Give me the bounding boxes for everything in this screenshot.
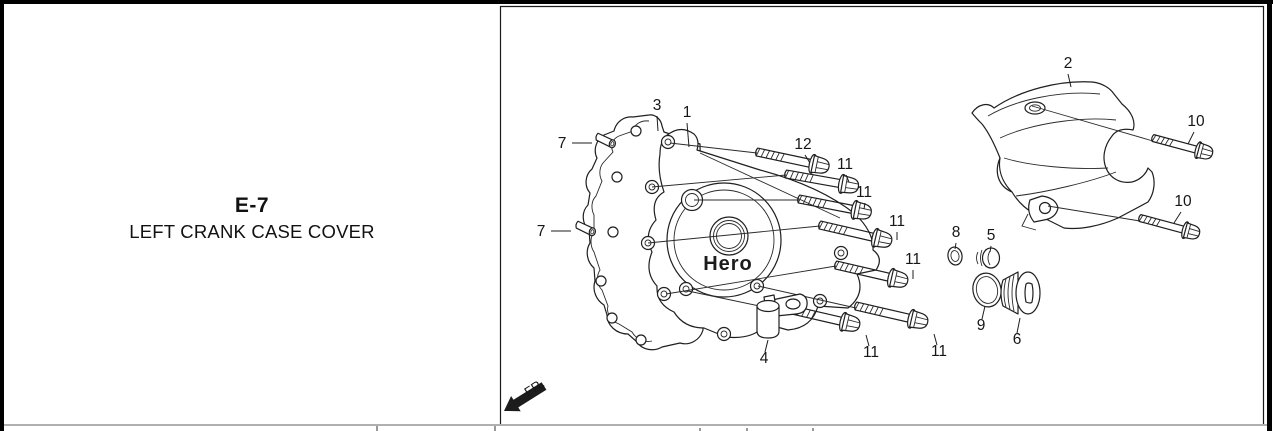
part-callout-11: 11 [856,184,872,201]
cable-clamp [756,293,808,339]
hero-logo: Hero [703,253,753,275]
page-border-right [1267,0,1272,431]
callout-leader-line [656,115,659,132]
part-leader-lines [647,105,1154,313]
table-top-border [4,424,1267,426]
callout-leader-line [989,245,992,253]
cover-bolt-bosses [640,134,849,342]
part-callout-7: 7 [558,135,567,152]
callout-leader-line [1173,211,1182,224]
callout-leader-line [1016,317,1021,334]
callout-leader-line [981,305,986,320]
diagram-panel-border [499,5,1265,424]
part-callout-10: 10 [1187,113,1205,130]
callout-leader-line [1067,73,1072,88]
callout-leader-line [863,202,866,210]
part-callout-11: 11 [905,251,921,268]
callout-leader-line [804,154,811,164]
oil-plug-screw [976,247,1001,269]
callout-leader-line [845,174,850,183]
callout-leader-line [933,333,938,346]
part-callout-11: 11 [837,156,853,173]
callout-leader-line [686,122,690,148]
part-callout-11: 11 [889,213,905,230]
flange-bolt-10 [1149,128,1216,163]
callout-leader-line [1187,131,1195,145]
part-callout-9: 9 [977,317,986,334]
part-callout-5: 5 [987,227,996,244]
section-title: LEFT CRANK CASE COVER [129,221,375,242]
part-callout-3: 3 [653,97,662,114]
part-callout-11: 11 [863,344,879,361]
table-column-divider [376,426,378,431]
flange-bolt-11 [852,295,931,333]
part-callout-8: 8 [952,224,961,241]
o-ring [972,272,1002,308]
table-column-divider [746,428,748,431]
page-border-left [0,0,4,431]
table-column-divider [699,428,701,431]
part-callout-11: 11 [931,343,947,360]
table-column-divider [494,426,496,431]
washer [947,246,963,266]
sprocket-cover [971,81,1155,231]
title-panel: E-7 LEFT CRANK CASE COVER [4,4,500,424]
section-code: E-7 [234,194,270,217]
flange-bolt-10 [1136,208,1203,243]
callout-leader-line [954,242,957,250]
part-callout-10: 10 [1174,193,1192,210]
page-border-top [0,0,1273,4]
part-callout-12: 12 [794,136,811,153]
part-callout-2: 2 [1064,55,1073,72]
part-callout-7: 7 [537,223,546,240]
callout-leader-line [865,334,870,347]
timing-cap [1000,271,1041,315]
fr-arrow-icon [504,382,547,412]
table-column-divider [812,428,814,431]
callout-leader-line [764,339,769,353]
part-callout-4: 4 [760,350,769,367]
fr-direction-indicator: FR. [504,376,547,412]
part-callout-1: 1 [683,104,692,121]
part-callout-6: 6 [1013,331,1022,348]
